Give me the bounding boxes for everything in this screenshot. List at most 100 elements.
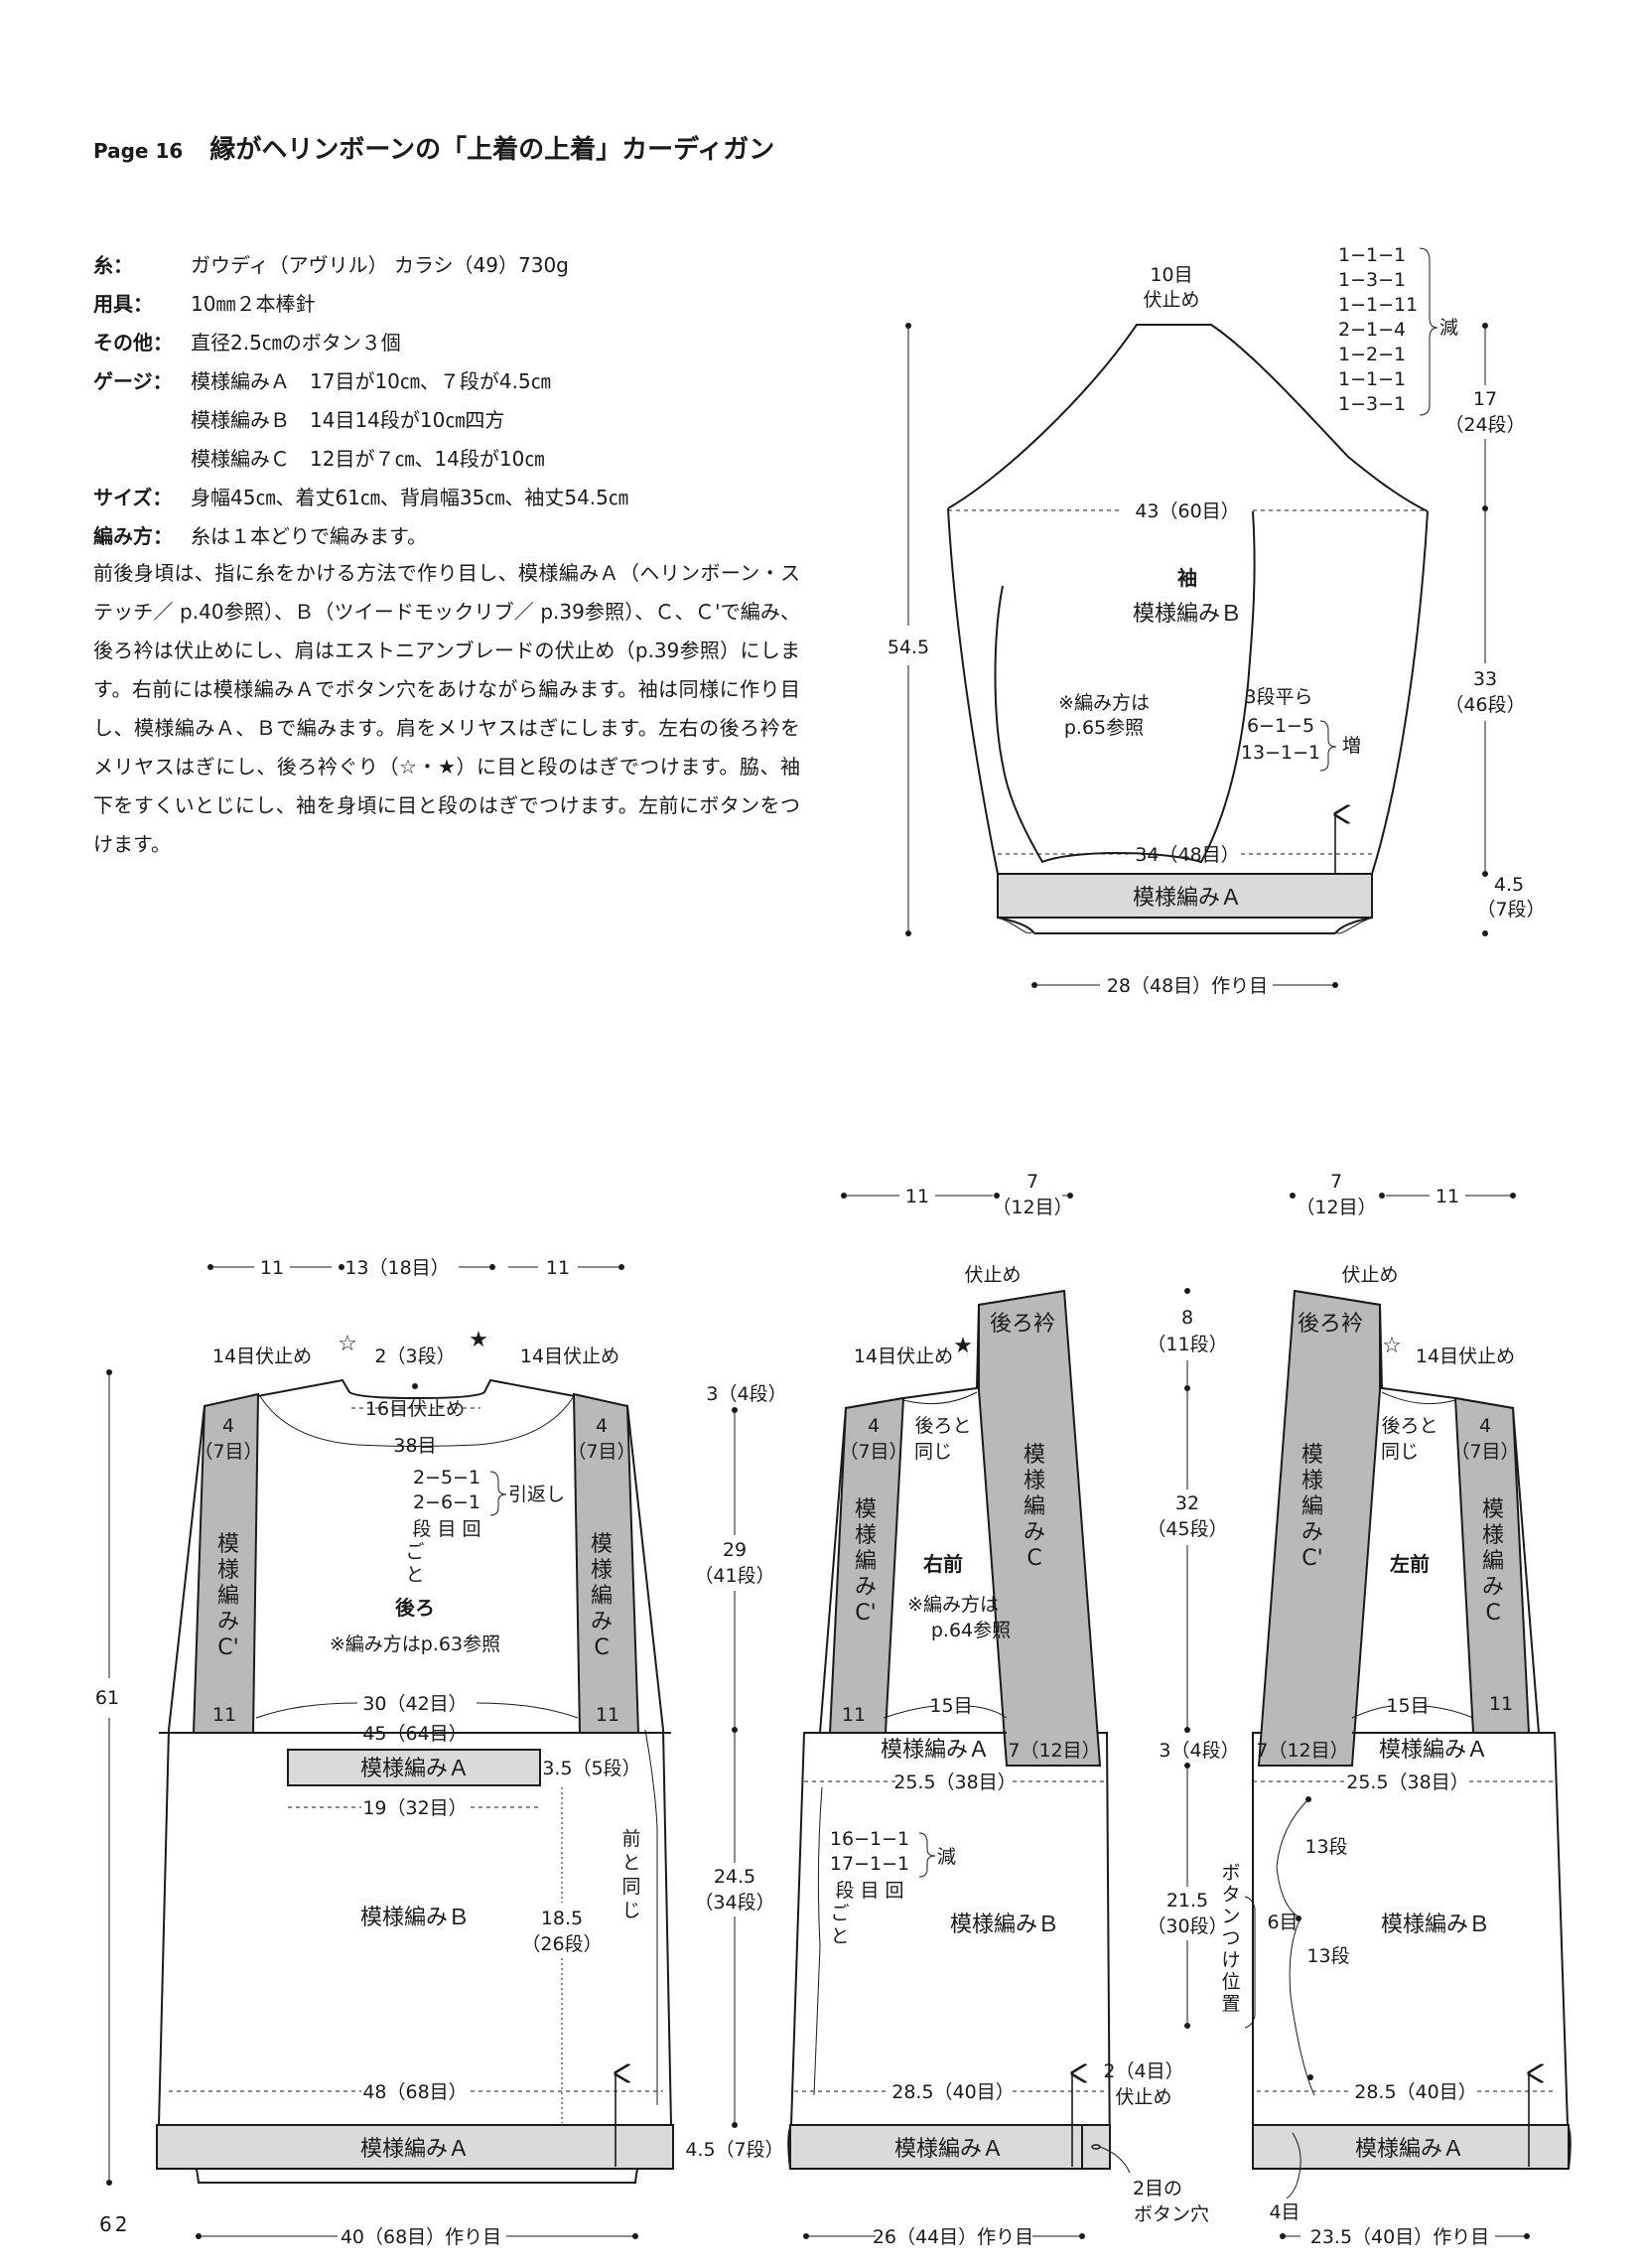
h-29: 29: [723, 1539, 747, 1561]
tools-value: 10㎜２本棒針: [191, 292, 316, 316]
rf-hem-label: 模様編みＡ: [894, 2137, 1004, 2162]
rf-same-back-1: 後ろと: [914, 1415, 971, 1437]
svg-text:ボ: ボ: [1221, 1862, 1240, 1884]
rf-dec-label: 減: [937, 1846, 956, 1868]
short-row: 2−5−1: [413, 1467, 480, 1488]
h-8: 8: [1181, 1307, 1193, 1329]
rf-pattern-b: 模様編みＢ: [950, 1913, 1059, 1937]
back-yoke: [287, 1749, 541, 1786]
h-4-5: 4.5（7段）: [685, 2139, 783, 2161]
lf-col-w: 7: [1330, 1171, 1342, 1193]
dec-brace: [1419, 247, 1438, 416]
back-diagram: 11 13（18目） 11 14目伏止め 14目伏止め ☆ ★ 2（3段） 16…: [95, 1257, 674, 2248]
lf-band-left-label: 模 様 編 み C': [1301, 1443, 1323, 1571]
lf-w28: 28.5（40目）: [1354, 2081, 1476, 2103]
svg-text:編: 編: [1301, 1494, 1323, 1519]
back-bo-right: 14目伏止め: [520, 1346, 619, 1367]
rf-dec-row: と: [830, 1925, 849, 1947]
band-width-sts: （7目）: [1450, 1441, 1519, 1463]
sleeve-note-1: ※編み方は: [1058, 692, 1150, 714]
inc-label: 増: [1342, 735, 1361, 757]
sleeve-cuff-h-rows: （7段）: [1476, 899, 1545, 921]
svg-text:み: み: [591, 1610, 613, 1634]
page-label: Page 16: [93, 139, 184, 163]
svg-text:C: C: [594, 1635, 609, 1660]
rf-dec-row: ご: [830, 1903, 849, 1924]
h-24-rows: （34段）: [694, 1892, 774, 1914]
svg-text:み: み: [217, 1610, 239, 1634]
svg-text:前: 前: [621, 1828, 640, 1850]
short-row: 2−6−1: [413, 1491, 480, 1513]
rf-w15: 15目: [929, 1695, 972, 1717]
band-width-sts: （7目）: [194, 1441, 262, 1463]
back-title: 後ろ: [395, 1596, 435, 1620]
pattern-title: 縁がヘリンボーンの「上着の上着」カーディガン: [209, 135, 775, 165]
inc-brace: [1319, 720, 1337, 772]
h-3b: 3（4段）: [1159, 1740, 1239, 1762]
rf-note-2: p.64参照: [931, 1620, 1011, 1641]
sleeve-cuff: [997, 873, 1373, 919]
lf-button-pos: ボ タ ン つ け 位 置: [1221, 1862, 1240, 2015]
h-32: 32: [1175, 1492, 1199, 1514]
sleeve-width: 43（60目）: [1135, 500, 1239, 522]
svg-text:同: 同: [621, 1876, 640, 1898]
svg-text:つ: つ: [1221, 1927, 1240, 1949]
svg-text:編: 編: [591, 1584, 613, 1609]
svg-text:様: 様: [217, 1558, 239, 1583]
rf-same-back-2: 同じ: [914, 1441, 952, 1463]
lf-bo-side: 14目伏止め: [1416, 1346, 1515, 1367]
back-top-dim-2: 13（18目）: [344, 1257, 449, 1279]
lf-w15: 15目: [1386, 1695, 1429, 1717]
rf-dec-row: 16−1−1: [830, 1828, 909, 1850]
rf-dec-row: 17−1−1: [830, 1853, 909, 1875]
band-width-sts: （7目）: [839, 1441, 907, 1463]
gauge-b: 模様編みＢ 14目14段が10㎝四方: [191, 408, 505, 432]
lf-yoke-label: 模様編みＡ: [1379, 1738, 1488, 1763]
back-pattern-b: 模様編みＢ: [360, 1906, 470, 1930]
rf-cast-on: 26（44目）作り目: [873, 2226, 1033, 2248]
materials-spec: 糸：ガウディ（アヴリル） カラシ（49）730g 用具：10㎜２本棒針 その他：…: [93, 246, 788, 556]
svg-text:編: 編: [217, 1584, 239, 1609]
star-filled-icon: ★: [953, 1334, 973, 1358]
short-row: 段 目 回: [412, 1518, 480, 1540]
star-filled-icon: ★: [469, 1328, 488, 1352]
gauge-key: ゲージ：: [93, 369, 173, 393]
back-hem-label: 模様編みＡ: [360, 2137, 470, 2162]
sleeve-body-h: 33: [1473, 668, 1497, 690]
height-column-right: 8 （11段） 32 （45段） 3（4段） 21.5 （30段）: [1147, 1288, 1240, 2029]
right-front-diagram: 11 7 （12目） 伏止め 14目伏止め ★ 後ろと 同じ 4 （7目） 模 …: [787, 1171, 1209, 2248]
sleeve-note-2: p.65参照: [1064, 717, 1144, 739]
dec-row: 1−3−1: [1338, 269, 1406, 291]
gauge-c: 模様編みＣ 12目が７㎝、14段が10㎝: [191, 447, 545, 471]
method-value: 糸は１本どりで編みます。: [191, 524, 427, 548]
back-neck-width: 38目: [393, 1435, 436, 1457]
svg-text:タ: タ: [1221, 1884, 1240, 1906]
dec-row: 1−2−1: [1338, 344, 1406, 365]
sleeve-outline: [994, 510, 1256, 864]
lf-hem-label: 模様編みＡ: [1355, 2137, 1464, 2162]
lf-r6: 6目: [1267, 1912, 1298, 1933]
svg-text:様: 様: [855, 1523, 877, 1548]
svg-text:様: 様: [1482, 1523, 1504, 1548]
sleeve-cap-h-rows: （24段）: [1444, 414, 1525, 436]
rf-yoke-label: 模様編みＡ: [881, 1738, 990, 1763]
svg-text:け: け: [1221, 1949, 1240, 1971]
dec-row: 2−1−4: [1338, 319, 1406, 341]
sleeve-title: 袖: [1177, 566, 1197, 590]
svg-text:み: み: [1024, 1520, 1045, 1545]
sleeve-body-h-rows: （46段）: [1444, 694, 1525, 716]
lf-eleven: 11: [1489, 1693, 1513, 1715]
sleeve-cuff-shape: [997, 917, 1373, 934]
back-w30: 30（42目）: [362, 1693, 467, 1715]
rf-dec-row: 段 目 回: [835, 1880, 903, 1902]
dec-label: 減: [1439, 317, 1458, 339]
method-key: 編み方：: [93, 524, 173, 548]
sleeve-top-bo-1: 10目: [1150, 264, 1192, 286]
back-yoke-h: 3.5（5段）: [542, 1758, 640, 1779]
back-neck-rows: 2（3段）: [374, 1346, 455, 1367]
lf-title: 左前: [1390, 1552, 1430, 1576]
rf-col-w-sts: （12目）: [992, 1197, 1072, 1218]
svg-text:編: 編: [1024, 1494, 1045, 1519]
sleeve-cuff-h: 4.5: [1494, 874, 1524, 896]
star-outline-icon: ☆: [1382, 1334, 1402, 1358]
